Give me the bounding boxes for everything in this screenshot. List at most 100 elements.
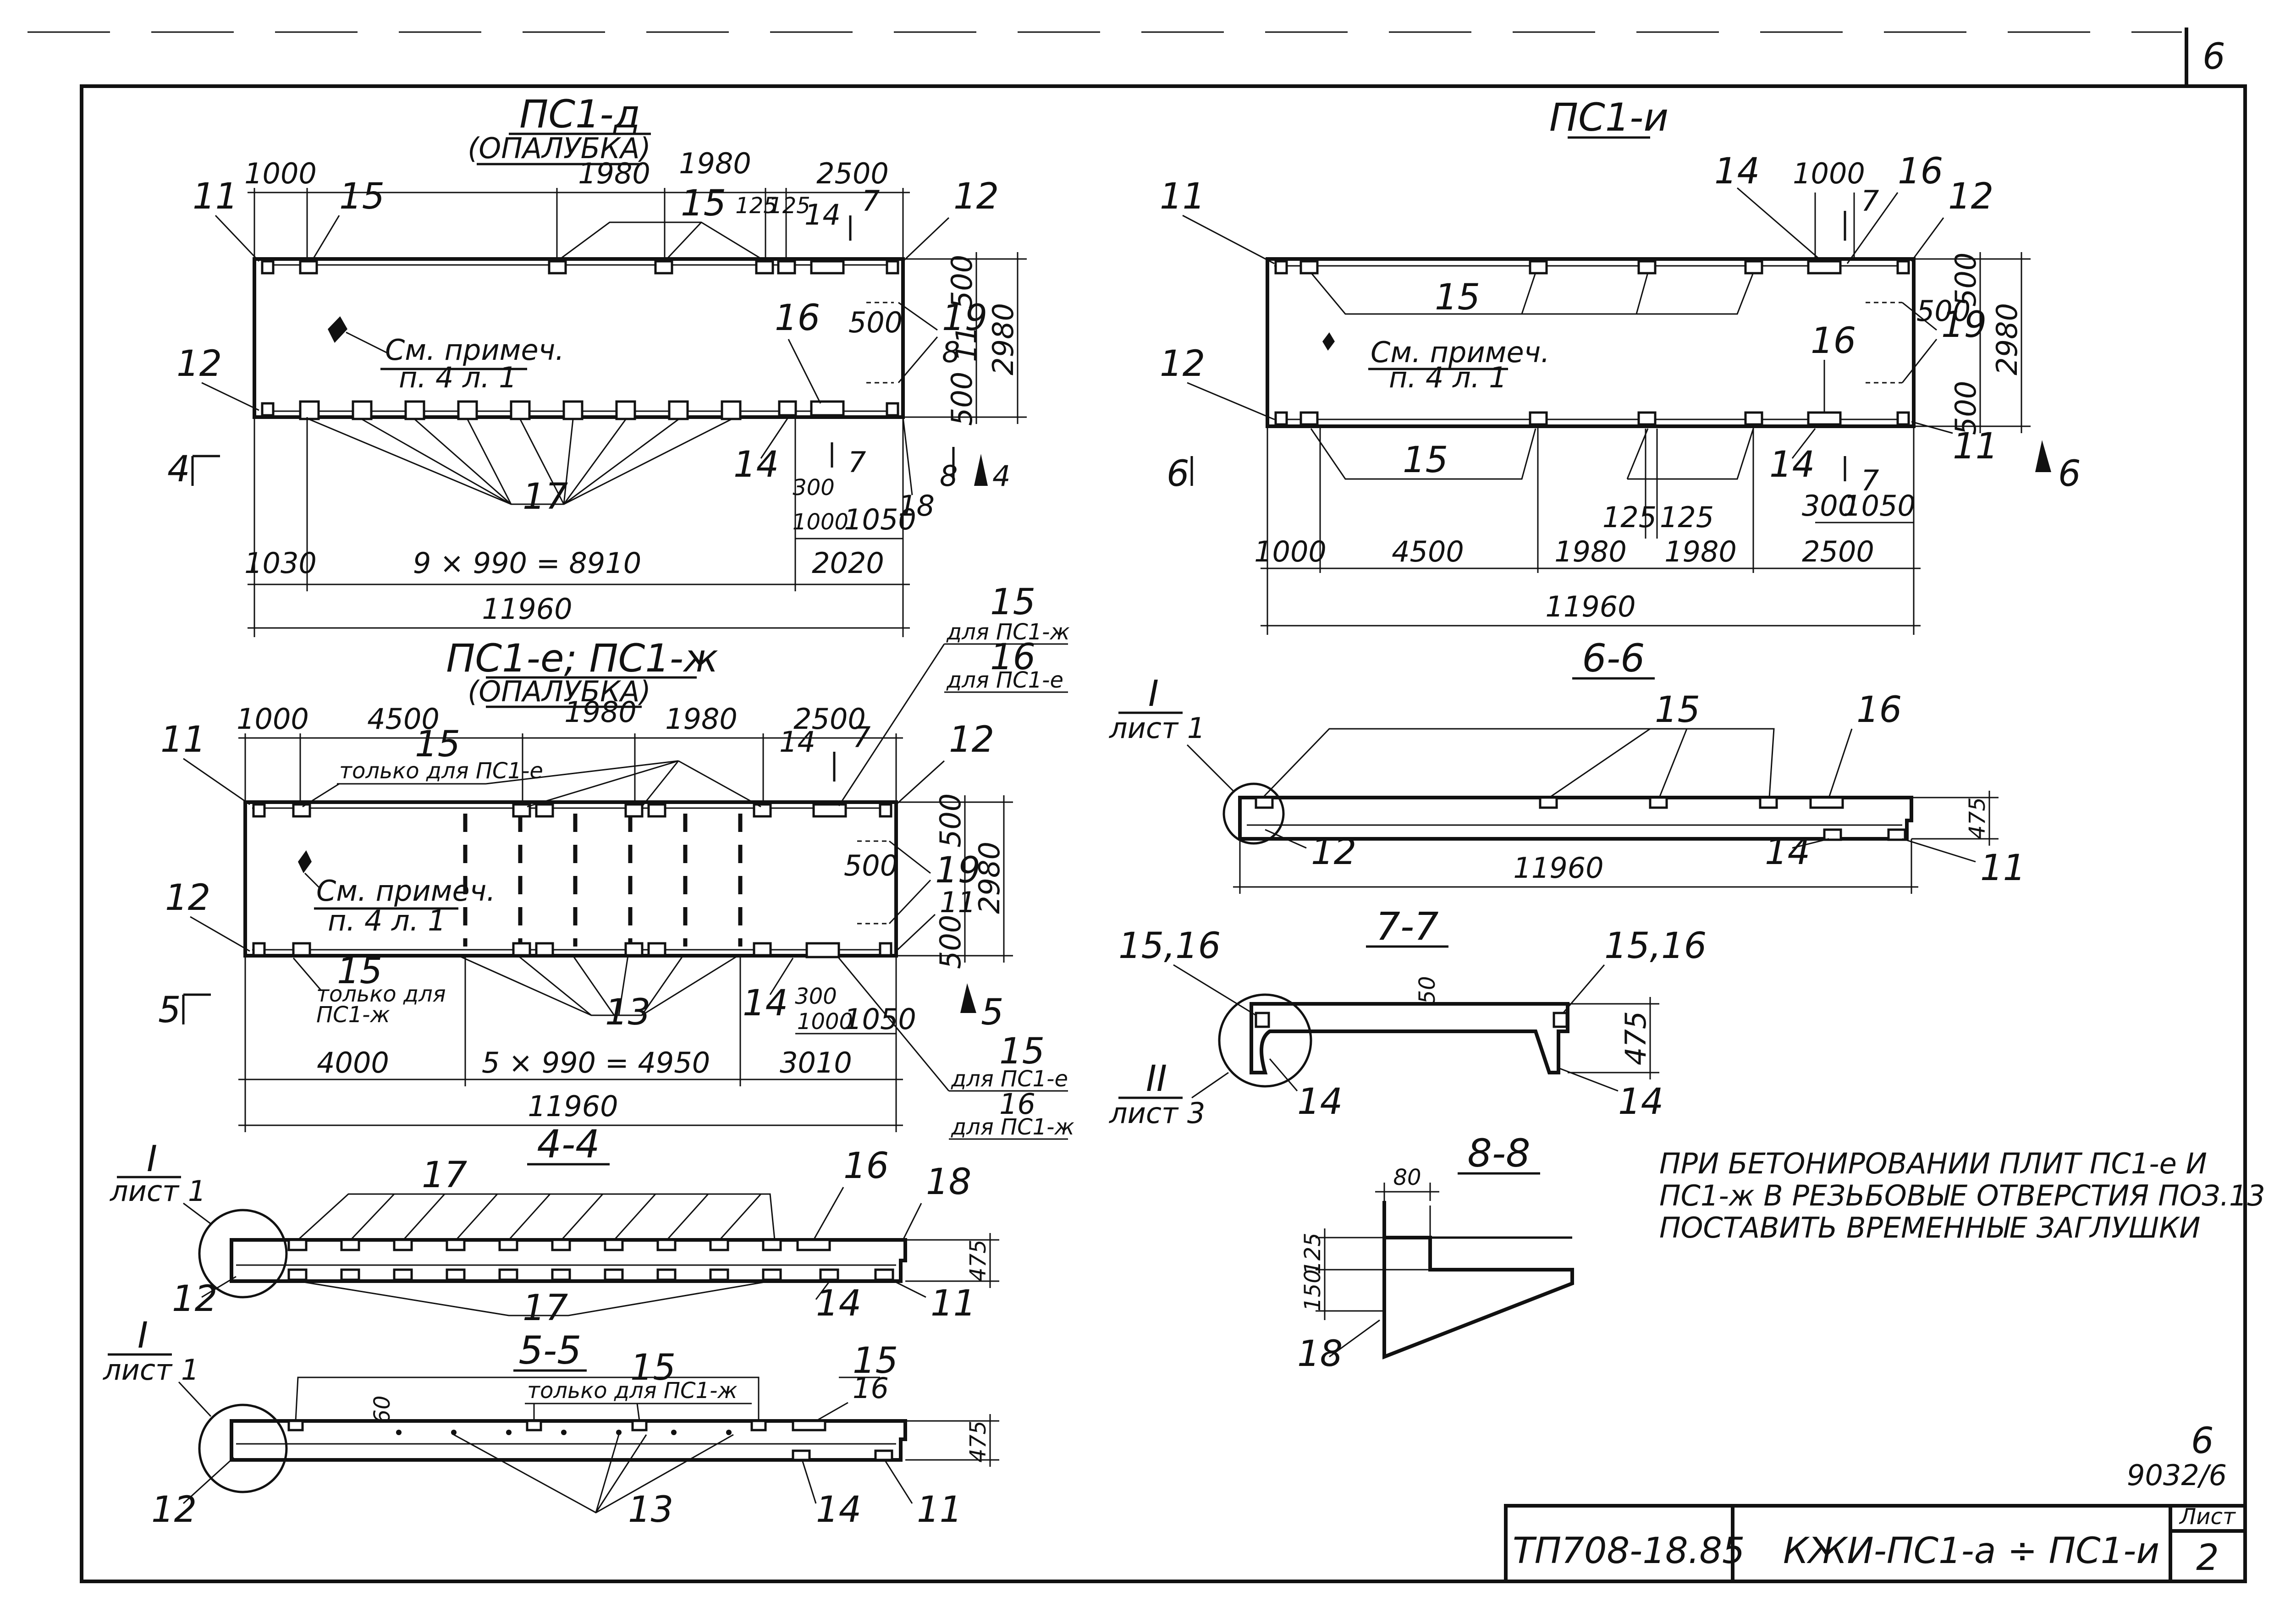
callout-left: 15,16 [1118,925,1221,967]
dim-bottom-3: 1980 [1554,535,1627,568]
view-ps1-e-zh: ПС1-е; ПС1-ж (ОПАЛУБКА) [158,582,1074,1140]
cut-6-right: 6 [2058,453,2081,495]
callout-15-top: 15 [1435,277,1480,318]
callout-12: 12 [953,176,999,217]
cut-4-right: 4 [992,459,1010,493]
dim-150: 150 [1300,1269,1326,1311]
dim-right-3: 500 [934,915,967,969]
cut-7-bottom: 7 [848,446,866,479]
dim-right-2: 500 [848,306,903,339]
cut-5-right: 5 [981,992,1004,1033]
ref-sheet: лист 1 [110,1174,206,1208]
cut-8-top: 8 [942,336,960,369]
dim-overall: 11960 [482,592,572,626]
right-label-for-e: для ПС1-е [946,667,1063,693]
dim-right-2: 500 [844,849,898,882]
callout-12-left: 12 [1160,343,1205,385]
note-text: См. примеч. [385,333,564,367]
callout-15: 15 [339,176,385,217]
dim-top-6: 125 [768,193,810,219]
callout-11: 11 [917,1489,962,1530]
dim-top-5: 2500 [793,702,866,736]
callout-17: 17 [523,476,568,517]
callout-16-mid: 16 [1811,320,1856,362]
dim-overall: 11960 [528,1090,618,1123]
dim-right-2: 500 [1916,294,1971,328]
label-only-zh: только для ПС1-ж [527,1378,738,1404]
dim-top-5: 125 [735,193,777,219]
dim-bottom-5: 1000 [793,509,848,535]
sheet-number: 2 [2196,1537,2219,1579]
section-title: 4-4 [537,1122,600,1167]
cut-arrow-icon [974,454,988,486]
section-height: 475 [965,1239,991,1282]
callout-18: 18 [898,489,935,523]
dim-right-overall: 2980 [1990,303,2024,375]
dim-top-1: 1000 [244,157,317,190]
callout-12: 12 [1948,176,1993,217]
callout-14-bottom: 14 [733,444,779,485]
dim-bottom-2: 5 × 990 = 4950 [482,1046,710,1079]
callout-14: 14 [816,1489,861,1530]
callout-11: 11 [160,719,206,760]
dim-top-3: 1980 [564,695,637,729]
callout-19: 19 [935,850,980,891]
callout-15: 15 [1655,689,1700,731]
right-bottom-16: 16 [999,1087,1035,1121]
section-5-5: 5-5 I лист 1 60 15 только для ПС1-ж 15 1… [103,1315,999,1530]
callout-16: 16 [853,1371,889,1405]
note-marker-icon [1322,332,1335,351]
callout-13: 13 [628,1489,673,1530]
right-label-15: 15 [990,582,1035,623]
dim-bottom-1: 1000 [1254,535,1327,568]
dim-bottom-6: 1050 [844,503,916,536]
dim-right-3: 500 [1949,381,1982,435]
note-ref: п. 4 л. 1 [328,904,446,937]
cut-5-left: 5 [158,990,181,1031]
section-title: 5-5 [518,1328,581,1373]
right-bottom-for-zh: для ПС1-ж [951,1114,1074,1140]
view-title: ПС1-д [519,92,640,137]
dim-bottom-4: 300 [795,984,837,1009]
callout-11-right: 11 [1953,426,1998,467]
callout-11: 11 [1980,848,2026,889]
right-label-16: 16 [990,637,1035,678]
dim-top-2: 1980 [578,157,650,190]
callout-14: 14 [1765,831,1810,873]
dim-bottom-7: 1050 [1843,489,1916,523]
dim-right-1: 500 [945,255,979,309]
dim-right-overall: 2980 [986,303,1020,375]
callout-14-bottom: 14 [1769,444,1815,485]
dim-top-1: 1000 [237,702,309,736]
callout-14: 14 [816,1283,861,1324]
section-height: 475 [965,1420,991,1463]
dim-bottom-6: 300 [1802,489,1856,523]
callout-12-left: 12 [165,877,210,919]
callout-15-group: 15 [681,183,726,224]
dim-right-1: 500 [1949,253,1982,307]
section-7-7: 7-7 15,16 15,16 50 475 14 14 II лист 3 [1109,904,1707,1130]
note-text: См. примеч. [1371,336,1550,369]
ref-sheet: лист 1 [103,1353,199,1387]
note-text: См. примеч. [316,874,496,908]
callout-15-right: 15 [853,1340,898,1382]
label-only-e: только для ПС1-е [339,758,543,784]
note-line-3: ПОСТАВИТЬ ВРЕМЕННЫЕ ЗАГЛУШКИ [1659,1211,2200,1244]
right-dimensions: 500 500 500 2980 [848,252,1027,426]
callout-14-left: 14 [1297,1081,1343,1123]
callout-19: 19 [1941,304,1987,346]
dim-right-overall: 2980 [973,842,1006,914]
embedded-parts [252,803,892,958]
dim-bottom-2: 9 × 990 = 8910 [413,546,641,580]
dim-bottom-5: 2500 [1802,535,1874,568]
callout-15-top: 15 [415,724,460,765]
dim-125-b: 125 [1660,501,1714,534]
right-label-for-zh: для ПС1-ж [946,619,1070,645]
bottom-dimensions: 1030 9 × 990 = 8910 2020 300 1000 1050 1… [244,417,916,637]
sheet-frame: 6 [28,28,2247,1583]
embedded-parts-bottom [261,400,899,420]
archive-number: 9032/6 [2127,1459,2227,1492]
callout-18: 18 [1297,1333,1343,1375]
dim-bottom-4: 1980 [1664,535,1737,568]
callout-right: 15,16 [1604,925,1707,967]
